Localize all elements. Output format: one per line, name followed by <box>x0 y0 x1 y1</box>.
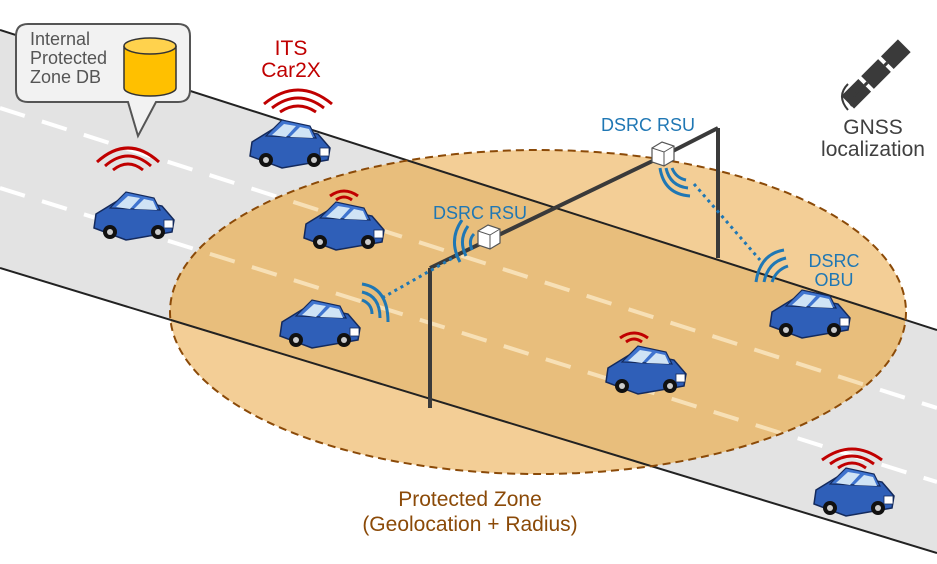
rsu-box-icon <box>477 224 501 250</box>
db-callout-line1: Internal <box>30 29 91 49</box>
obu-label: DSRC OBU <box>800 252 868 290</box>
gnss-label-line2: localization <box>821 138 925 162</box>
its-label-line2: Car2X <box>261 59 321 83</box>
db-callout-line3: Zone DB <box>30 66 102 87</box>
signal-wave-icon <box>95 88 883 470</box>
protected-zone-label-line2: (Geolocation + Radius) <box>362 513 578 537</box>
satellite-signal-icon <box>841 83 859 111</box>
obu-label-line2: OBU <box>814 269 854 290</box>
rsu-box-icon <box>651 141 675 167</box>
signal-wave-icon <box>361 167 789 323</box>
protected-zone-label-line1: Protected Zone <box>398 488 542 511</box>
gnss-label-line1: GNSS <box>843 116 903 139</box>
rsu-mid-label: DSRC RSU <box>432 203 527 223</box>
gnss-label: GNSS localization <box>812 116 934 162</box>
satellite-icon <box>841 39 911 109</box>
obu-label-line1: DSRC <box>808 251 860 271</box>
protected-zone-label: Protected Zone (Geolocation + Radius) <box>320 487 620 537</box>
its-label: ITS Car2X <box>246 37 336 83</box>
database-icon <box>123 37 177 97</box>
rsu-top-label: DSRC RSU <box>600 115 695 135</box>
db-callout-line2: Protected <box>30 47 108 68</box>
its-label-line1: ITS <box>274 37 308 60</box>
dsrc-links <box>381 183 762 300</box>
db-callout-label: Internal Protected Zone DB <box>30 30 124 87</box>
